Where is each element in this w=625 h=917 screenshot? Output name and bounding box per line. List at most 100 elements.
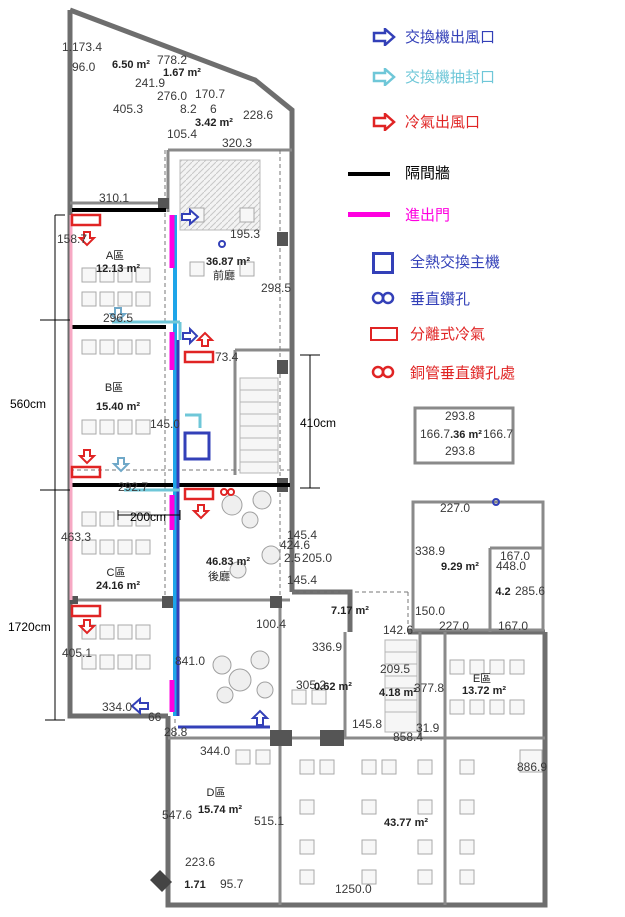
measure: 338.9 xyxy=(415,544,445,558)
measure: 96.0 xyxy=(72,60,96,74)
room-036: .36 m² xyxy=(450,429,482,441)
measure: 334.0 xyxy=(102,700,132,714)
measure: 1250.0 xyxy=(335,882,372,896)
measure: 296.5 xyxy=(103,311,133,325)
dim-200: 200cm xyxy=(130,510,166,524)
measure: 31.9 xyxy=(416,721,440,735)
vertical-drill-rings xyxy=(218,240,500,506)
measure: 227.0 xyxy=(439,619,469,633)
zone-e-area: 13.72 m² xyxy=(462,685,506,697)
measure: 405.1 xyxy=(62,646,92,660)
measure: 344.0 xyxy=(200,744,230,758)
supply-ducts xyxy=(176,340,270,729)
measure: 205.0 xyxy=(302,551,332,565)
copper-drill-rings xyxy=(220,488,235,496)
dim-560: 560cm xyxy=(10,397,46,411)
measure: 142.6 xyxy=(383,623,413,637)
legend-label: 分離式冷氣 xyxy=(410,325,486,343)
measure: 105.4 xyxy=(167,127,197,141)
measure: 320.3 xyxy=(222,136,252,150)
measure: 166.7 xyxy=(483,427,513,441)
room-717: 7.17 m² xyxy=(331,605,369,617)
dim-410: 410cm xyxy=(300,416,336,430)
measure: 241.9 xyxy=(135,76,165,90)
red-rect-icon xyxy=(370,327,398,341)
measure: 209.5 xyxy=(380,662,410,676)
round-tables xyxy=(212,490,281,704)
measure: 778.2 xyxy=(157,53,187,67)
measure: 424.6 xyxy=(280,538,310,552)
stairs xyxy=(239,377,418,733)
zone-d-area: 15.74 m² xyxy=(198,804,242,816)
room-062: 0.62 m² xyxy=(314,681,352,693)
legend-label: 冷氣出風口 xyxy=(405,113,481,131)
room-42: 4.2 xyxy=(495,586,510,598)
measure: 145.0 xyxy=(150,417,180,431)
measure: 66 xyxy=(148,710,162,724)
black-line-icon xyxy=(348,172,390,176)
measure: 166.7 xyxy=(420,427,450,441)
measure: 886.9 xyxy=(517,760,547,774)
zone-back-name: 後廳 xyxy=(208,569,230,583)
zone-d-name: D區 xyxy=(207,786,226,799)
zone-e-name: E區 xyxy=(473,672,491,685)
measure: 377.8 xyxy=(414,681,444,695)
measure: 547.6 xyxy=(162,808,192,822)
blue-arrow-icon xyxy=(372,28,396,46)
legend-label: 交換機抽封口 xyxy=(405,68,496,86)
room-342: 3.42 m² xyxy=(195,117,233,129)
zone-b-area: 15.40 m² xyxy=(96,401,140,413)
measure: 170.7 xyxy=(195,87,225,101)
zone-front-area: 36.87 m² xyxy=(206,256,250,268)
zone-back-area: 46.83 m² xyxy=(206,556,250,568)
supply-outlet-arrows xyxy=(130,207,270,726)
measure: 463.3 xyxy=(61,530,91,544)
zone-c-area: 24.16 m² xyxy=(96,580,140,592)
measure: 276.0 xyxy=(157,89,187,103)
measure: 100.4 xyxy=(256,617,286,631)
measure: 158.7 xyxy=(57,232,87,246)
measure: 73.4 xyxy=(215,350,239,364)
measure: 228.6 xyxy=(243,108,273,122)
dimension-lines xyxy=(40,214,320,721)
measure: 6 xyxy=(210,102,217,116)
legend-label: 隔間牆 xyxy=(405,164,451,182)
measure: 145.8 xyxy=(352,717,382,731)
measure: 28.8 xyxy=(164,725,188,739)
measure: 8.2 xyxy=(180,102,197,116)
room-4377: 43.77 m² xyxy=(384,817,428,829)
zone-c-name: C區 xyxy=(107,566,126,579)
measure: 298.5 xyxy=(261,281,291,295)
measure: 405.3 xyxy=(113,102,143,116)
measure: 2.5 xyxy=(284,551,301,565)
measure: 227.0 xyxy=(440,501,470,515)
measure: 336.9 xyxy=(312,640,342,654)
measure: 150.0 xyxy=(415,604,445,618)
inner-walls xyxy=(70,148,545,905)
measure: 285.6 xyxy=(515,584,545,598)
ac-outlet-arrows xyxy=(77,231,215,635)
red-rings-icon xyxy=(371,365,395,379)
entrance-column xyxy=(150,870,172,892)
dim-1720: 1720cm xyxy=(8,620,51,634)
measure: 293.8 xyxy=(445,409,475,423)
measure: 167.0 xyxy=(500,549,530,563)
legend-label: 垂直鑽孔 xyxy=(410,290,471,308)
return-ducts-branches xyxy=(112,320,202,492)
measure: 95.7 xyxy=(220,877,244,891)
measure: 1.173.4 xyxy=(62,40,102,54)
zone-front-name: 前廳 xyxy=(213,268,235,282)
legend-label: 全熱交換主機 xyxy=(410,253,501,271)
hrv-main-unit xyxy=(183,431,211,461)
measure: 515.1 xyxy=(254,814,284,828)
furniture xyxy=(81,207,543,885)
measure: 223.6 xyxy=(185,855,215,869)
measure: 145.4 xyxy=(287,528,317,542)
measure: 448.0 xyxy=(496,559,526,573)
red-arrow-icon xyxy=(372,113,396,131)
legend-label: 交換機出風口 xyxy=(405,28,496,46)
measure: 841.0 xyxy=(175,654,205,668)
measure: 858.4 xyxy=(393,730,423,744)
room-929: 9.29 m² xyxy=(441,561,479,573)
